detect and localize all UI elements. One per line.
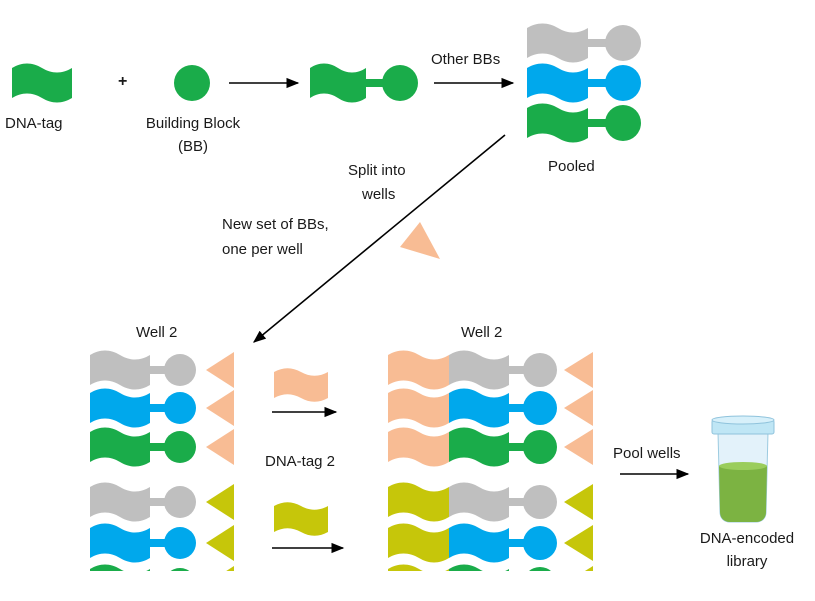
dna-tag-2-label: DNA-tag 2 (265, 453, 336, 470)
split-label-line2: wells (362, 186, 396, 203)
pooled-green-conjugate (527, 103, 641, 143)
well-left-row-gray-peach (90, 350, 234, 390)
dna-tag-2-peach-icon (274, 368, 328, 402)
well-left-row-green-olive-partial (90, 564, 234, 571)
new-set-label-line1: New set of BBs, (222, 216, 329, 233)
library-label-line1: DNA-encoded (699, 530, 795, 547)
other-bbs-label: Other BBs (431, 51, 501, 68)
well-right-row-blue-olive (388, 523, 593, 563)
well-right-row-blue-peach (388, 388, 593, 428)
building-block-icon (174, 65, 210, 101)
well-right-label: Well 2 (461, 324, 503, 341)
dna-tag-2-olive-icon (274, 502, 328, 536)
pooled-label: Pooled (548, 158, 595, 175)
plus-sign: + (118, 73, 128, 90)
well-left-row-gray-olive (90, 482, 234, 522)
vial-icon (711, 415, 775, 523)
split-label-line1: Split into (348, 162, 406, 179)
pooled-blue-conjugate (527, 63, 641, 103)
building-block-label: Building Block (145, 115, 241, 132)
well-left-label: Well 2 (136, 324, 178, 341)
well-right-row-gray-olive (388, 482, 593, 522)
dna-tag-label: DNA-tag (5, 115, 63, 132)
well-right-row-gray-peach (388, 350, 593, 390)
well-left-row-blue-peach (90, 388, 234, 428)
library-label-line2: library (726, 553, 768, 570)
well-left-row-green-peach (90, 427, 234, 467)
well-right-row-green-olive-partial (388, 564, 593, 571)
conjugate-green-icon (310, 63, 418, 103)
split-arrow (253, 134, 506, 343)
pooled-gray-conjugate (527, 23, 641, 63)
dna-tag-icon (12, 63, 72, 103)
pool-wells-label: Pool wells (613, 445, 681, 462)
well-right-row-green-peach (388, 427, 593, 467)
well-left-row-blue-olive (90, 523, 234, 563)
new-set-label-line2: one per well (222, 241, 303, 258)
building-block-abbrev: (BB) (178, 138, 208, 155)
new-bb-triangle-icon (400, 222, 440, 259)
